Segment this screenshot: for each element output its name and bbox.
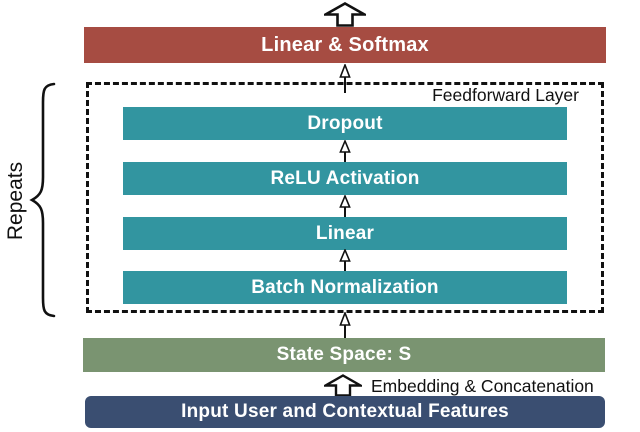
- repeats-brace-icon: [29, 82, 56, 318]
- feedforward-box-title: Feedforward Layer: [432, 85, 579, 105]
- arrow-up-linear-to-relu-icon: [339, 195, 351, 217]
- embedding-annotation: Embedding & Concatenation: [371, 376, 594, 396]
- input-block: Input User and Contextual Features: [85, 396, 605, 428]
- arrow-up-state-to-feedforward-icon: [339, 312, 351, 338]
- ff-block-linear: Linear: [123, 217, 567, 250]
- arrow-up-dropout-to-output-icon: [339, 64, 351, 93]
- output-block-arrow-up-icon: [324, 2, 366, 27]
- ff-block-relu: ReLU Activation: [123, 162, 567, 195]
- arrow-up-batchnorm-to-linear-icon: [339, 249, 351, 271]
- state-space-block: State Space: S: [83, 338, 605, 372]
- output-block: Linear & Softmax: [84, 27, 606, 63]
- ff-block-batchnorm: Batch Normalization: [123, 271, 567, 304]
- arrow-up-relu-to-dropout-icon: [339, 140, 351, 162]
- embedding-block-arrow-up-icon: [324, 374, 362, 397]
- ff-block-dropout: Dropout: [123, 107, 567, 140]
- repeats-label: Repeats: [4, 161, 27, 241]
